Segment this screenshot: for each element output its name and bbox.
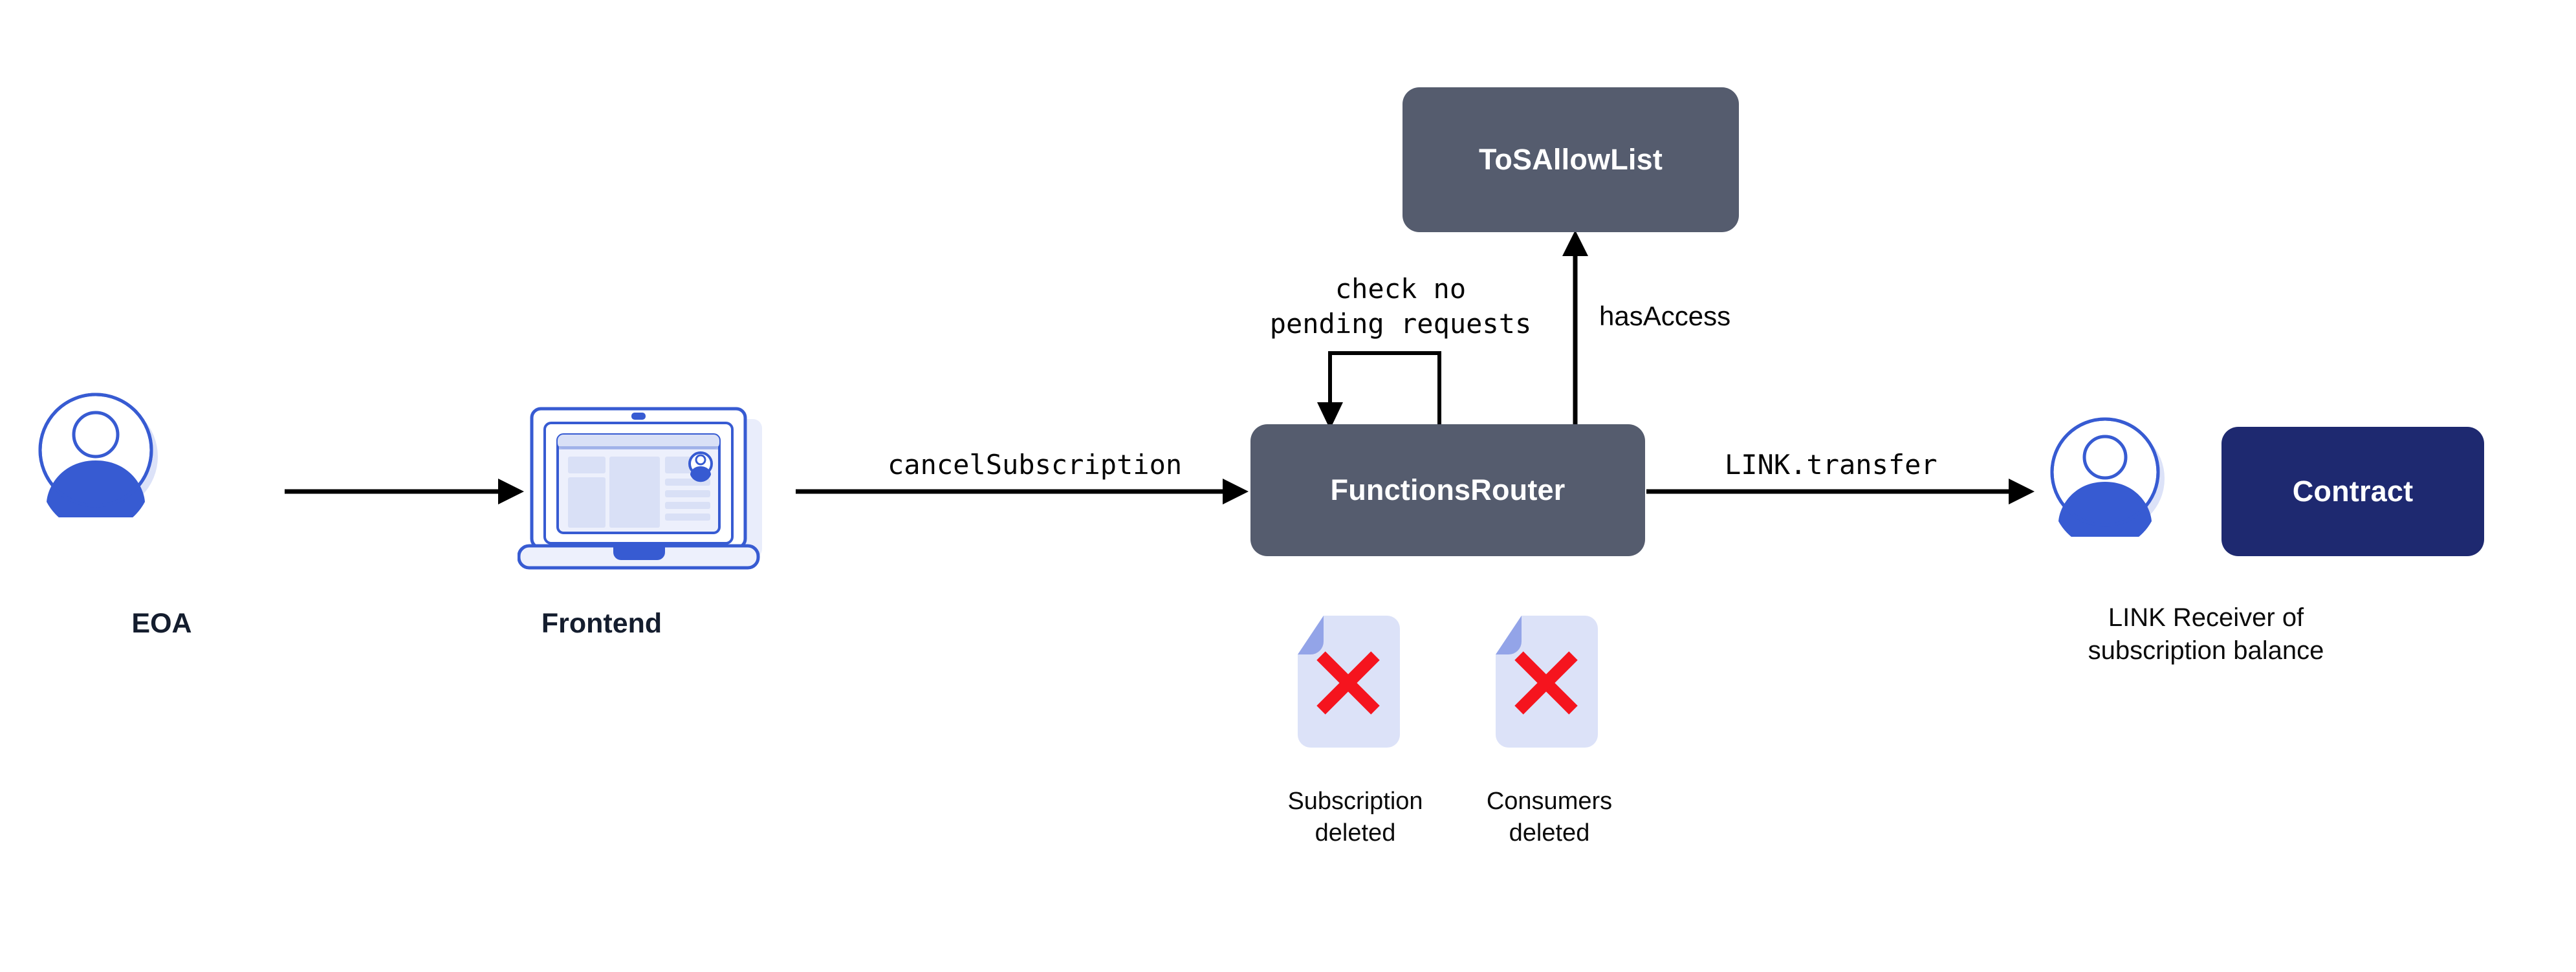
edge-label-link-transfer: LINK.transfer bbox=[1725, 449, 1937, 481]
document-deleted-icon-subscription bbox=[1290, 614, 1408, 753]
document-caption-consumers: Consumers deleted bbox=[1486, 788, 1613, 847]
frontend-laptop-icon bbox=[518, 401, 789, 582]
eoa-label: EOA bbox=[131, 608, 192, 639]
arrow-frontend-to-router bbox=[796, 472, 1249, 511]
edge-label-cancel-subscription: cancelSubscription bbox=[888, 449, 1183, 481]
edge-label-has-access: hasAccess bbox=[1599, 301, 1731, 331]
link-receiver-avatar-icon bbox=[2047, 414, 2170, 537]
node-tos-allowlist[interactable]: ToSAllowList bbox=[1403, 87, 1739, 232]
node-contract[interactable]: Contract bbox=[2221, 427, 2484, 556]
edge-label-check-no-pending-requests: check no pending requests bbox=[1269, 273, 1532, 340]
link-receiver-caption: LINK Receiver of subscription balance bbox=[2088, 603, 2324, 665]
frontend-label: Frontend bbox=[541, 608, 662, 639]
arrow-router-to-link-receiver bbox=[1646, 472, 2035, 511]
document-caption-subscription: Subscription deleted bbox=[1287, 788, 1423, 847]
arrow-router-to-tos-allowlist bbox=[1556, 228, 1595, 429]
arrow-eoa-to-frontend bbox=[285, 472, 524, 511]
document-deleted-icon-consumers bbox=[1488, 614, 1606, 753]
eoa-avatar-icon bbox=[34, 388, 163, 517]
node-functions-router[interactable]: FunctionsRouter bbox=[1250, 424, 1645, 556]
arrow-self-loop-check-pending bbox=[1307, 349, 1468, 433]
